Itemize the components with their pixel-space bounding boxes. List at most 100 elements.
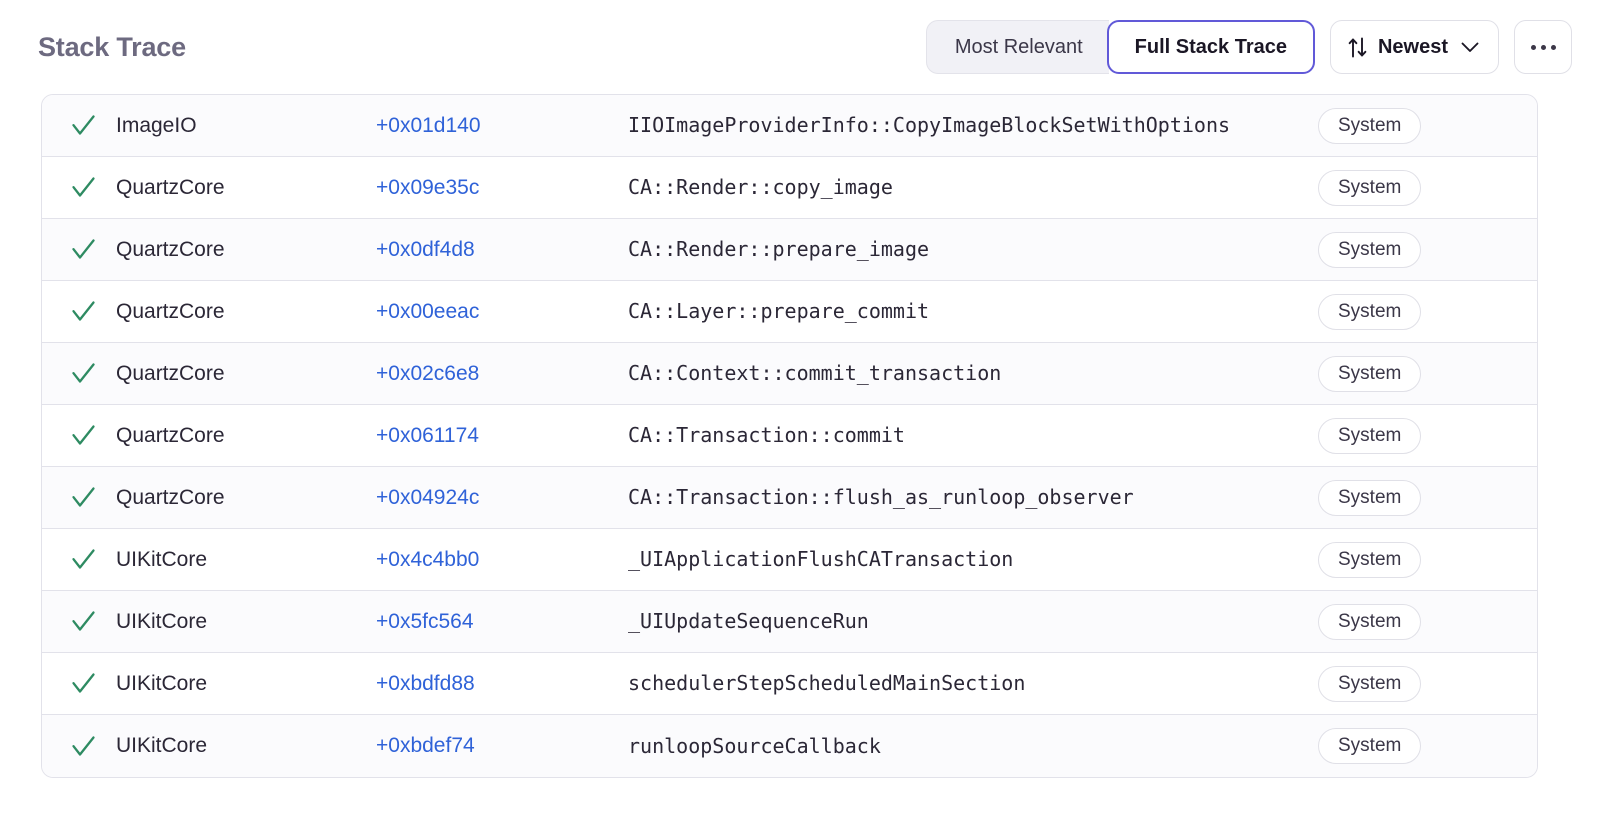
row-check-cell[interactable] <box>42 298 116 325</box>
row-symbol: CA::Transaction::commit <box>628 423 905 447</box>
panel-header: Stack Trace Most Relevant Full Stack Tra… <box>0 0 1614 94</box>
sort-arrows-icon <box>1348 37 1367 58</box>
row-badge-cell: System <box>1318 728 1468 764</box>
stack-trace-table: ImageIO +0x01d140 IIOImageProviderInfo::Co… <box>41 94 1538 778</box>
table-row[interactable]: UIKitCore +0xbdef74 runloopSourceCallback S… <box>42 715 1537 777</box>
table-row[interactable]: QuartzCore +0x02c6e8 CA::Context::commit_t… <box>42 343 1537 405</box>
row-check-cell[interactable] <box>42 608 116 635</box>
sort-label: Newest <box>1377 35 1448 58</box>
row-badge-cell: System <box>1318 541 1468 578</box>
row-module: UIKitCore <box>116 671 208 695</box>
check-icon <box>70 670 97 697</box>
row-badge-cell: System <box>1318 293 1468 330</box>
status-badge: System <box>1318 107 1422 144</box>
check-icon <box>70 174 97 201</box>
row-check-cell[interactable] <box>42 484 116 511</box>
check-icon <box>70 546 97 573</box>
row-module: QuartzCore <box>116 299 225 323</box>
row-badge-cell: System <box>1318 665 1468 702</box>
row-check-cell[interactable] <box>42 360 116 387</box>
row-module: QuartzCore <box>116 175 225 199</box>
ellipsis-icon <box>1540 44 1546 50</box>
page-title: Stack Trace <box>38 31 186 62</box>
row-address[interactable]: +0x09e35c <box>376 175 480 199</box>
tab-full-stack-trace[interactable]: Full Stack Trace <box>1106 20 1315 74</box>
row-symbol: CA::Transaction::flush_as_runloop_observ… <box>628 485 1134 509</box>
row-check-cell[interactable] <box>42 422 116 449</box>
row-address[interactable]: +0x4c4bb0 <box>376 547 480 571</box>
row-symbol: CA::Context::commit_transaction <box>628 361 1002 385</box>
row-badge-cell: System <box>1318 417 1468 454</box>
row-symbol: CA::Render::copy_image <box>628 175 893 199</box>
row-badge-cell: System <box>1318 479 1468 516</box>
row-address[interactable]: +0x02c6e8 <box>376 361 480 385</box>
row-address[interactable]: +0x01d140 <box>376 113 481 137</box>
check-icon <box>70 422 97 449</box>
row-symbol: IIOImageProviderInfo::CopyImageBlockSetW… <box>628 113 1231 137</box>
status-badge: System <box>1318 603 1422 640</box>
check-icon <box>70 484 97 511</box>
row-module: QuartzCore <box>116 423 225 447</box>
row-address[interactable]: +0x04924c <box>376 485 480 509</box>
row-symbol: _UIApplicationFlushCATransaction <box>628 547 1014 571</box>
row-address[interactable]: +0x5fc564 <box>376 609 474 633</box>
row-symbol: schedulerStepScheduledMainSection <box>628 671 1026 695</box>
row-address[interactable]: +0x00eeac <box>376 299 480 323</box>
table-row[interactable]: UIKitCore +0xbdfd88 schedulerStepScheduled… <box>42 653 1537 715</box>
table-row[interactable]: ImageIO +0x01d140 IIOImageProviderInfo::Co… <box>42 95 1537 157</box>
status-badge: System <box>1318 231 1422 268</box>
row-address[interactable]: +0xbdef74 <box>376 734 475 757</box>
row-module: UIKitCore <box>116 547 208 571</box>
row-symbol: CA::Render::prepare_image <box>628 237 930 261</box>
row-module: ImageIO <box>116 113 197 137</box>
view-mode-segmented-control[interactable]: Most Relevant Full Stack Trace <box>925 20 1315 74</box>
status-badge: System <box>1318 728 1422 764</box>
status-badge: System <box>1318 665 1422 702</box>
row-module: QuartzCore <box>116 485 225 509</box>
status-badge: System <box>1318 169 1422 206</box>
row-badge-cell: System <box>1318 169 1468 206</box>
table-row[interactable]: QuartzCore +0x00eeac CA::Layer::prepare_co… <box>42 281 1537 343</box>
row-address[interactable]: +0x061174 <box>376 423 479 447</box>
table-row[interactable]: QuartzCore +0x0df4d8 CA::Render::prepare_i… <box>42 219 1537 281</box>
status-badge: System <box>1318 541 1422 578</box>
table-row[interactable]: QuartzCore +0x09e35c CA::Render::copy_imag… <box>42 157 1537 219</box>
row-symbol: CA::Layer::prepare_commit <box>628 299 930 323</box>
tab-most-relevant[interactable]: Most Relevant <box>925 20 1109 74</box>
row-module: QuartzCore <box>116 237 225 261</box>
check-icon <box>70 733 97 760</box>
row-module: QuartzCore <box>116 361 225 385</box>
check-icon <box>70 112 97 139</box>
row-module: UIKitCore <box>116 734 208 757</box>
row-check-cell[interactable] <box>42 112 116 139</box>
check-icon <box>70 608 97 635</box>
table-row[interactable]: QuartzCore +0x061174 CA::Transaction::comm… <box>42 405 1537 467</box>
table-row[interactable]: QuartzCore +0x04924c CA::Transaction::flus… <box>42 467 1537 529</box>
chevron-down-icon <box>1461 42 1479 53</box>
row-address[interactable]: +0xbdfd88 <box>376 671 475 695</box>
table-row[interactable]: UIKitCore +0x4c4bb0 _UIApplicationFlushCAT… <box>42 529 1537 591</box>
row-symbol: runloopSourceCallback <box>628 733 881 758</box>
row-check-cell[interactable] <box>42 546 116 573</box>
status-badge: System <box>1318 293 1422 330</box>
row-check-cell[interactable] <box>42 174 116 201</box>
row-address[interactable]: +0x0df4d8 <box>376 237 475 261</box>
check-icon <box>70 236 97 263</box>
row-check-cell[interactable] <box>42 236 116 263</box>
row-symbol: _UIUpdateSequenceRun <box>628 609 869 633</box>
sort-button[interactable]: Newest <box>1329 20 1499 74</box>
status-badge: System <box>1318 355 1422 392</box>
ellipsis-icon <box>1530 44 1536 50</box>
status-badge: System <box>1318 479 1422 516</box>
row-badge-cell: System <box>1318 603 1468 640</box>
more-options-button[interactable] <box>1514 20 1572 74</box>
header-controls: Most Relevant Full Stack Trace Newest <box>925 20 1572 74</box>
row-check-cell[interactable] <box>42 733 116 760</box>
check-icon <box>70 298 97 325</box>
row-check-cell[interactable] <box>42 670 116 697</box>
row-badge-cell: System <box>1318 107 1468 144</box>
ellipsis-icon <box>1550 44 1556 50</box>
row-badge-cell: System <box>1318 231 1468 268</box>
